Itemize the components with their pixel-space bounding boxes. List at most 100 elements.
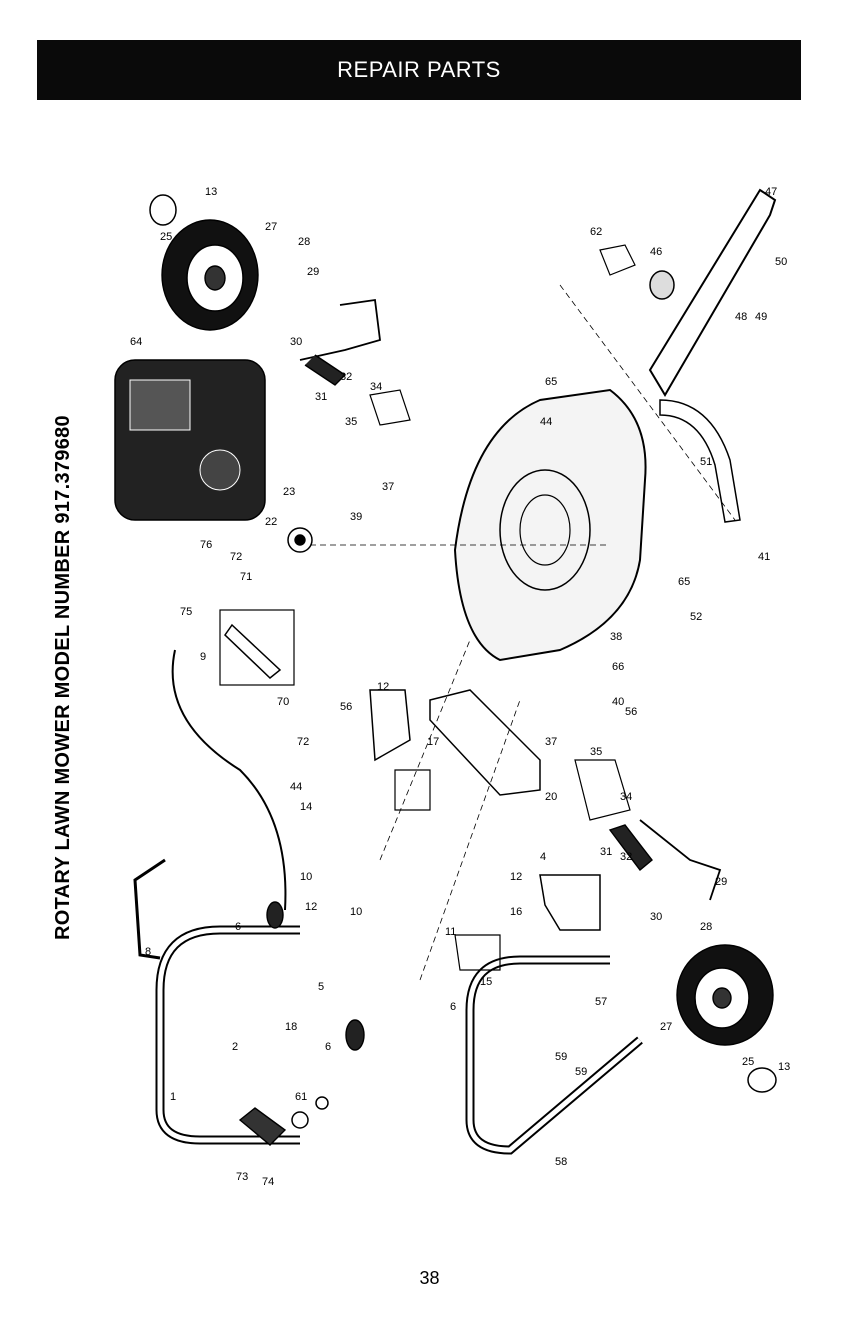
diagram-part	[316, 1097, 328, 1109]
part-label: 10	[300, 871, 312, 883]
part-label: 49	[755, 311, 767, 323]
mower-deck	[455, 390, 646, 660]
part-label: 59	[555, 1051, 567, 1063]
part-label: 66	[612, 661, 624, 673]
part-label: 22	[265, 516, 277, 528]
control-cable	[173, 650, 286, 910]
part-label: 23	[283, 486, 295, 498]
part-label: 11	[445, 926, 456, 938]
diagram-part	[200, 450, 240, 490]
part-label: 50	[775, 256, 787, 268]
rear-skirt	[430, 690, 540, 795]
part-label: 70	[277, 696, 289, 708]
part-label: 35	[590, 746, 602, 758]
part-label: 61	[295, 1091, 307, 1103]
part-label: 4	[540, 851, 546, 863]
diagram-part	[160, 930, 300, 1140]
upper-handle	[160, 930, 300, 1140]
part-label: 34	[370, 381, 382, 393]
part-label: 12	[510, 871, 522, 883]
part-label: 6	[325, 1041, 331, 1053]
diagram-part	[610, 825, 652, 870]
diagram-part	[205, 266, 225, 290]
height-adjuster-top	[300, 300, 380, 360]
part-label: 29	[307, 266, 319, 278]
part-label: 71	[240, 571, 252, 583]
part-label: 72	[297, 736, 309, 748]
part-label: 38	[610, 631, 622, 643]
diagram-part	[346, 1020, 364, 1050]
part-label: 74	[262, 1176, 274, 1188]
part-label: 73	[236, 1171, 248, 1183]
part-label: 32	[620, 851, 632, 863]
part-label: 56	[625, 706, 637, 718]
page-number: 38	[0, 1268, 859, 1289]
part-label: 39	[350, 511, 362, 523]
part-label: 51	[700, 456, 712, 468]
part-label: 13	[778, 1061, 790, 1073]
diagram-part	[225, 625, 280, 678]
part-label: 62	[590, 226, 602, 238]
diagram-part	[395, 770, 430, 810]
part-label: 25	[160, 231, 172, 243]
part-label: 48	[735, 311, 747, 323]
part-label: 13	[205, 186, 217, 198]
part-label: 76	[200, 539, 212, 551]
part-label: 6	[450, 1001, 456, 1013]
part-label: 32	[340, 371, 352, 383]
part-label: 59	[575, 1066, 587, 1078]
diagram-part	[305, 355, 345, 385]
part-label: 2	[232, 1041, 238, 1053]
part-label: 72	[230, 551, 242, 563]
part-label: 37	[545, 736, 557, 748]
part-label: 27	[660, 1021, 672, 1033]
diagram-part	[292, 1112, 308, 1128]
diagram-part	[713, 988, 731, 1008]
blade-adapter	[650, 271, 674, 299]
part-label: 6	[235, 921, 241, 933]
diagram-part	[370, 690, 410, 760]
part-label: 30	[650, 911, 662, 923]
part-label: 52	[690, 611, 702, 623]
part-label: 14	[300, 801, 312, 813]
part-label: 12	[377, 681, 389, 693]
part-label: 44	[290, 781, 302, 793]
part-label: 31	[600, 846, 612, 858]
part-label: 9	[200, 651, 206, 663]
part-label: 31	[315, 391, 327, 403]
part-label: 29	[715, 876, 727, 888]
knob	[267, 902, 283, 928]
part-label: 25	[742, 1056, 754, 1068]
part-label: 56	[340, 701, 352, 713]
diagram-part	[295, 535, 305, 545]
part-label: 1	[170, 1091, 176, 1103]
part-label: 10	[350, 906, 362, 918]
part-label: 30	[290, 336, 302, 348]
part-label: 8	[145, 946, 151, 958]
part-label: 15	[480, 976, 492, 988]
part-label: 47	[765, 186, 777, 198]
part-label: 46	[650, 246, 662, 258]
part-label: 40	[612, 696, 624, 708]
part-label: 20	[545, 791, 557, 803]
part-label: 28	[298, 236, 310, 248]
part-label: 18	[285, 1021, 297, 1033]
rod	[135, 860, 165, 958]
part-label: 58	[555, 1156, 567, 1168]
part-label: 37	[382, 481, 394, 493]
hubcap-bottom	[748, 1068, 776, 1092]
part-label: 5	[318, 981, 324, 993]
part-label: 27	[265, 221, 277, 233]
part-label: 35	[345, 416, 357, 428]
part-label: 64	[130, 336, 142, 348]
part-label: 57	[595, 996, 607, 1008]
part-label: 17	[427, 736, 439, 748]
part-label: 16	[510, 906, 522, 918]
part-label: 12	[305, 901, 317, 913]
deflector	[540, 875, 600, 930]
part-label: 44	[540, 416, 552, 428]
diagram-part	[370, 390, 410, 425]
diagram-part	[575, 760, 630, 820]
diagram-part	[600, 245, 635, 275]
